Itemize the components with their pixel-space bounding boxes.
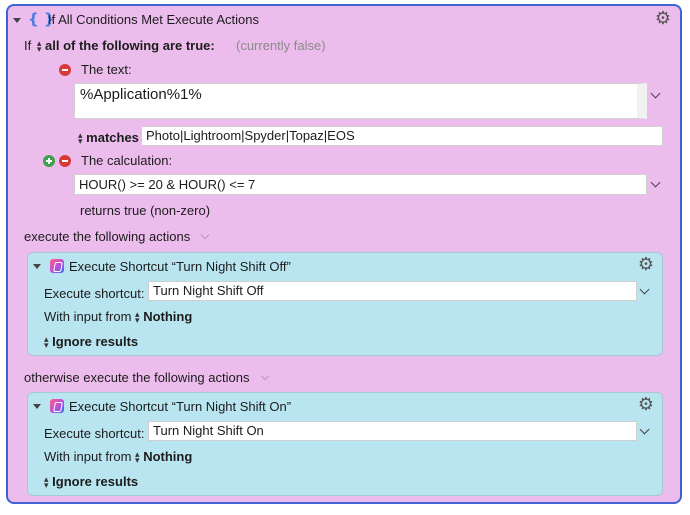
operator-popup[interactable]: matches <box>86 130 139 145</box>
gear-icon[interactable]: ⚙ <box>654 8 672 29</box>
input-popup[interactable]: Nothing <box>143 449 193 464</box>
updown-icon[interactable]: ▴▾ <box>36 38 42 55</box>
updown-icon[interactable]: ▴▾ <box>78 130 83 147</box>
remove-condition-button[interactable] <box>59 64 71 76</box>
disclosure-triangle[interactable] <box>33 264 41 269</box>
chevron-down-icon[interactable] <box>260 371 270 381</box>
updown-icon[interactable]: ▴▾ <box>135 449 140 466</box>
shortcut-input[interactable]: Turn Night Shift On <box>148 421 637 441</box>
results-popup[interactable]: Ignore results <box>52 334 139 349</box>
disclosure-triangle[interactable] <box>13 18 21 23</box>
chevron-down-icon[interactable] <box>650 88 661 99</box>
input-row: With input from ▴▾ Nothing <box>44 449 193 466</box>
chevron-down-icon[interactable] <box>639 424 650 435</box>
text-condition-input[interactable]: %Application%1% <box>74 83 647 119</box>
results-popup[interactable]: Ignore results <box>52 474 139 489</box>
shortcut-input[interactable]: Turn Night Shift Off <box>148 281 637 301</box>
action-title: Execute Shortcut “Turn Night Shift Off” <box>69 259 291 274</box>
chevron-down-icon[interactable] <box>200 230 210 240</box>
remove-condition-button[interactable] <box>59 155 71 167</box>
action-turn-night-shift-off: Execute Shortcut “Turn Night Shift Off” … <box>27 252 663 356</box>
add-condition-button[interactable] <box>43 155 55 167</box>
shortcut-label: Execute shortcut: <box>44 286 145 301</box>
gear-icon[interactable]: ⚙ <box>637 254 655 275</box>
action-turn-night-shift-on: Execute Shortcut “Turn Night Shift On” ⚙… <box>27 392 663 496</box>
disclosure-triangle[interactable] <box>33 404 41 409</box>
shortcut-label: Execute shortcut: <box>44 426 145 441</box>
gear-icon[interactable]: ⚙ <box>637 394 655 415</box>
calc-result-note: returns true (non-zero) <box>80 203 211 218</box>
action-title: Execute Shortcut “Turn Night Shift On” <box>69 399 292 414</box>
then-label: execute the following actions <box>24 229 191 244</box>
calculation-input[interactable]: HOUR() >= 20 & HOUR() <= 7 <box>74 174 647 195</box>
condition-state: (currently false) <box>236 38 326 53</box>
if-then-else-action: { } If All Conditions Met Execute Action… <box>6 4 682 504</box>
input-popup[interactable]: Nothing <box>143 309 193 324</box>
updown-icon[interactable]: ▴▾ <box>44 474 49 491</box>
action-title: If All Conditions Met Execute Actions <box>48 12 259 27</box>
quantifier-popup[interactable]: all of the following are true: <box>45 38 215 53</box>
if-line: If ▴▾ all of the following are true: <box>24 38 215 55</box>
operator-row: ▴▾ matches <box>78 130 139 147</box>
input-label: With input from <box>44 449 132 464</box>
input-label: With input from <box>44 309 132 324</box>
braces-icon: { } <box>28 10 55 28</box>
chevron-down-icon[interactable] <box>650 177 661 188</box>
updown-icon[interactable]: ▴▾ <box>44 334 49 351</box>
results-row: ▴▾ Ignore results <box>44 334 139 351</box>
if-label: If <box>24 38 32 53</box>
input-row: With input from ▴▾ Nothing <box>44 309 193 326</box>
results-row: ▴▾ Ignore results <box>44 474 139 491</box>
pattern-input[interactable]: Photo|Lightroom|Spyder|Topaz|EOS <box>141 126 663 146</box>
else-label: otherwise execute the following actions <box>24 370 250 385</box>
updown-icon[interactable]: ▴▾ <box>135 309 140 326</box>
chevron-down-icon[interactable] <box>639 284 650 295</box>
shortcuts-app-icon <box>50 399 64 413</box>
calc-condition-label: The calculation: <box>81 153 173 168</box>
text-condition-label: The text: <box>81 62 132 77</box>
shortcuts-app-icon <box>50 259 64 273</box>
